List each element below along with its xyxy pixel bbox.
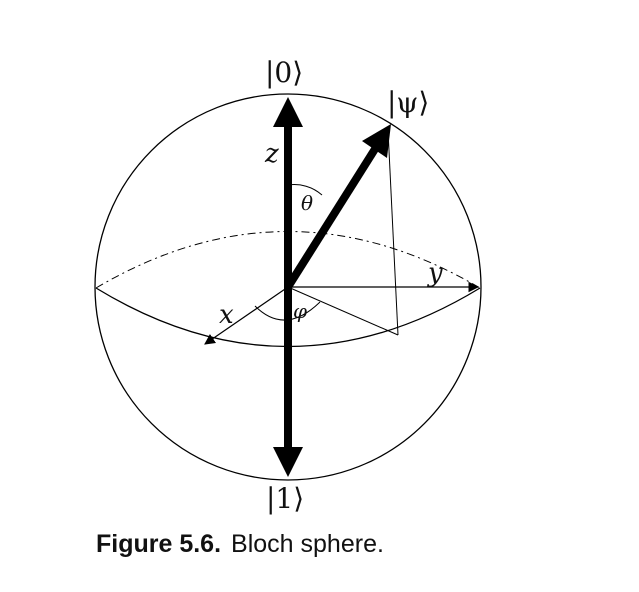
z-axis-label: z: [264, 139, 279, 169]
ket-psi-label: |ψ⟩: [387, 86, 429, 119]
sphere-outline: [94, 93, 482, 481]
figure-number: Figure 5.6.: [96, 530, 222, 558]
z-axis-bottom-arrowhead: [273, 447, 303, 477]
projection-equatorial-line: [287, 286, 399, 336]
state-vector-line: [284, 146, 379, 290]
ket-zero-label: |0⟩: [265, 56, 303, 89]
y-axis-label: y: [427, 258, 443, 288]
z-axis-top-arrowhead: [273, 97, 303, 127]
x-axis-label: x: [219, 300, 234, 330]
theta-label: θ: [301, 191, 313, 215]
phi-label: φ: [293, 299, 307, 323]
bloch-sphere-figure: |0⟩ |ψ⟩ |1⟩ z y x θ φ: [94, 56, 482, 515]
figure-caption: Figure 5.6. Bloch sphere.: [96, 530, 384, 559]
ket-one-label: |1⟩: [266, 482, 304, 515]
state-vector-arrowhead: [362, 124, 391, 158]
figure-caption-text: Bloch sphere.: [231, 530, 384, 558]
projection-vertical-line: [387, 129, 399, 336]
bloch-sphere-diagram: |0⟩ |ψ⟩ |1⟩ z y x θ φ: [94, 56, 482, 515]
x-axis-line: [204, 286, 289, 345]
